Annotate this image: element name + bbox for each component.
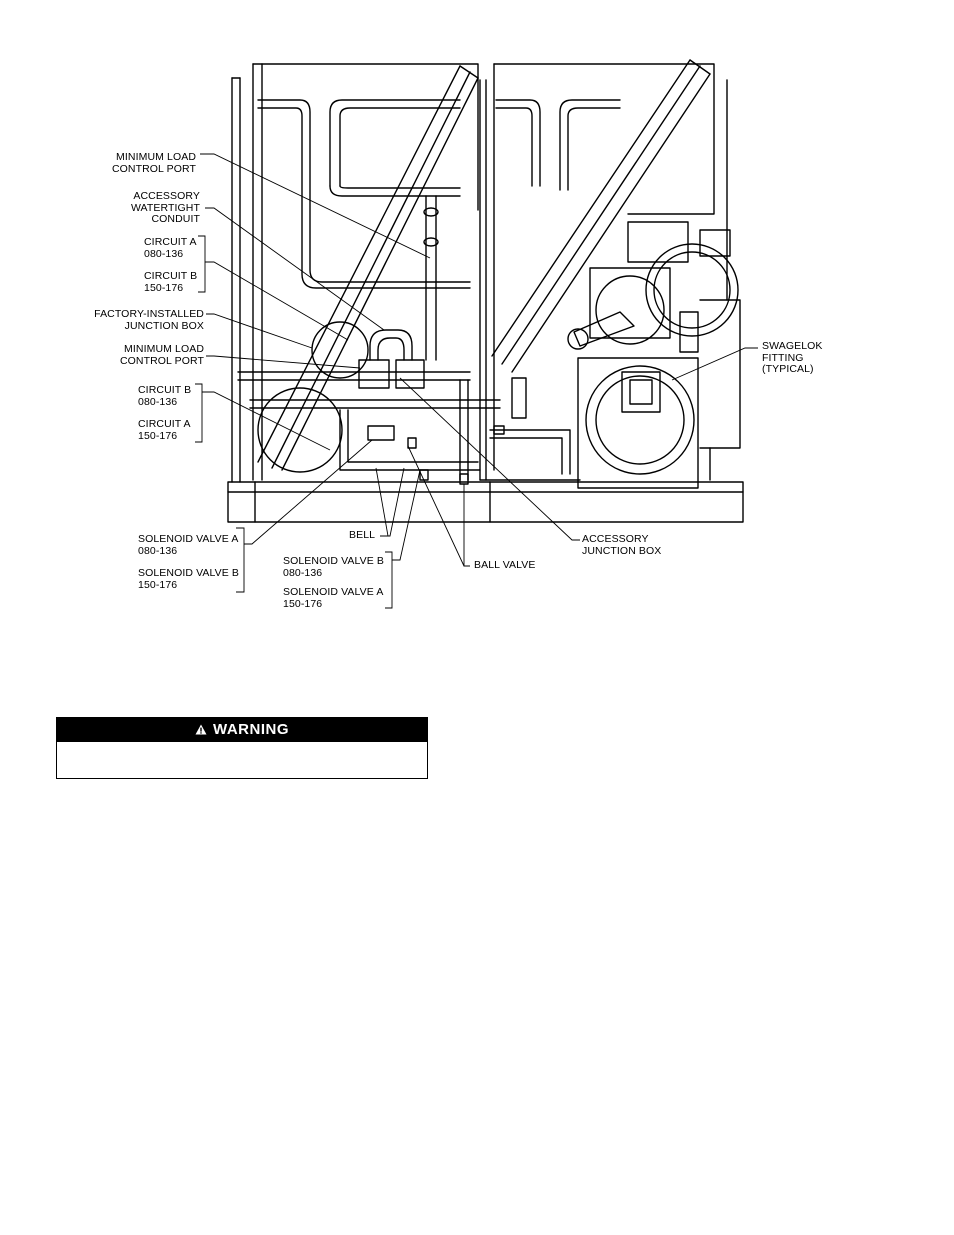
unit-base <box>227 481 744 523</box>
junction-boxes <box>358 329 425 441</box>
label-min-load-port-top: MINIMUM LOAD CONTROL PORT <box>111 151 196 175</box>
compressor-front <box>577 357 699 489</box>
condenser-coil-right <box>491 59 711 373</box>
label-bell: BELL <box>349 529 376 541</box>
label-solenoid-b-150: SOLENOID VALVE B 150-176 <box>138 567 239 591</box>
label-watertight-conduit: ACCESSORY WATERTIGHT CONDUIT <box>130 190 200 225</box>
coil-housing-right <box>493 63 715 471</box>
valves <box>407 377 527 485</box>
warning-header: WARNING <box>57 718 427 742</box>
label-factory-junction-box: FACTORY-INSTALLED JUNCTION BOX <box>94 308 204 332</box>
suction-pipe <box>567 311 635 350</box>
warning-triangle-icon <box>195 718 207 742</box>
label-solenoid-b-080: SOLENOID VALVE B 080-136 <box>283 555 384 579</box>
condenser-coil-left <box>257 65 479 471</box>
warning-box: WARNING <box>56 717 428 779</box>
label-circuit-a-150: CIRCUIT A 150-176 <box>138 418 191 442</box>
leader-lines <box>195 153 758 609</box>
label-circuit-a-080: CIRCUIT A 080-136 <box>144 236 197 260</box>
right-housing <box>699 299 741 481</box>
label-accessory-junction-box: ACCESSORY JUNCTION BOX <box>582 533 662 557</box>
label-solenoid-a-150: SOLENOID VALVE A 150-176 <box>283 586 384 610</box>
label-min-load-port-mid: MINIMUM LOAD CONTROL PORT <box>119 343 204 367</box>
label-circuit-b-150: CIRCUIT B 150-176 <box>144 270 198 294</box>
label-swagelok-fitting: SWAGELOK FITTING (TYPICAL) <box>762 340 823 375</box>
header-piping <box>237 371 581 481</box>
unit-frame <box>231 77 728 483</box>
coil-housing-left <box>252 63 479 481</box>
label-circuit-b-080: CIRCUIT B 080-136 <box>138 384 192 408</box>
compressor-rear <box>589 221 739 353</box>
fan-left <box>257 321 369 473</box>
label-solenoid-a-080: SOLENOID VALVE A 080-136 <box>138 533 239 557</box>
label-ball-valve: BALL VALVE <box>474 559 536 571</box>
warning-title: WARNING <box>213 721 289 738</box>
refrigerant-piping <box>257 99 621 361</box>
